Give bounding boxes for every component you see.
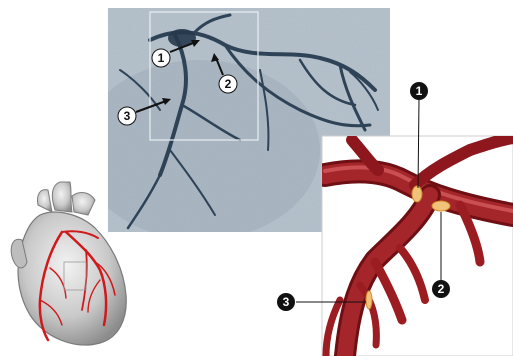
angiogram-marker-1-label: 1 xyxy=(158,51,165,65)
plaque-2 xyxy=(432,201,450,211)
plaque-1 xyxy=(412,186,422,202)
heart-vessel-left xyxy=(37,190,52,212)
angiogram-shading xyxy=(80,60,320,240)
plaque-3 xyxy=(366,291,372,309)
heart-aorta xyxy=(52,182,72,212)
inset-marker-2-label: 2 xyxy=(438,282,445,296)
heart-pulmonary xyxy=(72,193,95,215)
artery-inset-panel xyxy=(322,136,513,356)
inset-marker-3-label: 3 xyxy=(283,295,290,309)
angiogram-marker-2-label: 2 xyxy=(225,77,232,91)
angiogram-marker-3-label: 3 xyxy=(124,109,131,123)
inset-marker-1-label: 1 xyxy=(416,84,423,98)
